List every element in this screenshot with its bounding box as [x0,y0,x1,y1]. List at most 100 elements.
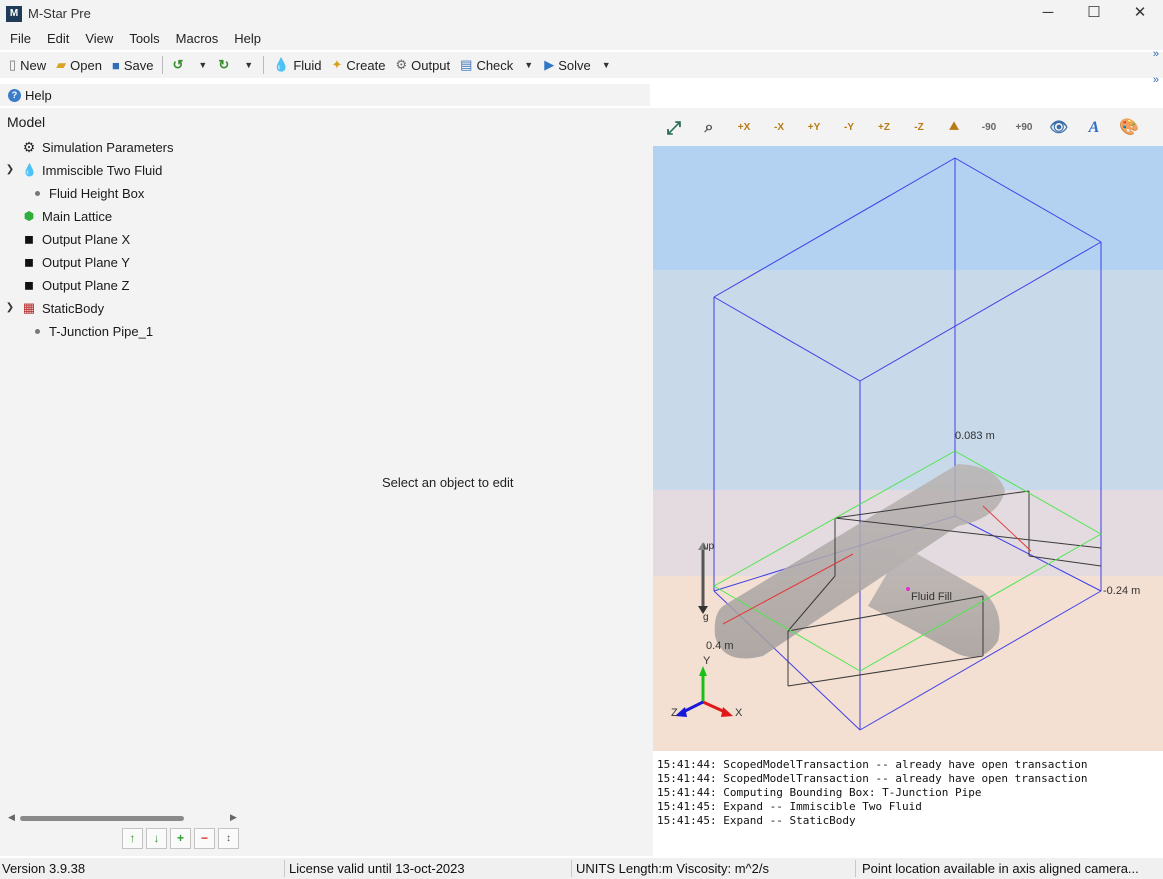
license-status: License valid until 13-oct-2023 [289,861,465,876]
toolbar-overflow-icon[interactable]: » [1152,48,1159,60]
tree-item-t-junction-pipe[interactable]: T-Junction Pipe_1 [32,320,153,342]
view-minus-y-icon[interactable]: -Y [844,122,854,133]
maximize-button[interactable]: ☐ [1087,4,1101,21]
tree-item-fluid-height-box[interactable]: Fluid Height Box [32,182,144,204]
remove-icon[interactable]: − [194,828,215,849]
palette-icon[interactable]: 🎨 [1119,119,1139,136]
tree-item-label: StaticBody [42,300,105,316]
view-minus-x-icon[interactable]: -X [774,122,784,133]
isometric-view-icon[interactable]: ⯅ [947,119,961,136]
tree-item-label: Main Lattice [42,208,113,224]
view-plus-x-icon[interactable]: +X [737,122,751,133]
fluid-button[interactable]: 💧 Fluid [268,55,326,75]
fluid-fill-point[interactable] [906,587,910,591]
fluid-fill-label: Fluid Fill [911,591,952,603]
solve-dropdown-icon[interactable]: ▼ [601,60,611,70]
dimension-label-left: 0.4 m [706,640,734,652]
domain-box [713,157,1102,731]
scrollbar-thumb[interactable] [20,816,184,821]
tree-item-main-lattice[interactable]: ⬢ Main Lattice [22,205,112,227]
triad-y-label: Y [703,655,711,667]
log-line: 15:41:45: Expand -- Immiscible Two Fluid [657,800,922,813]
new-button[interactable]: ▯ New [4,55,51,75]
menu-tools[interactable]: Tools [129,31,160,46]
scene-canvas[interactable] [653,146,1163,751]
lattice-box [787,490,1102,687]
view-plus-z-icon[interactable]: +Z [878,122,890,133]
menu-help[interactable]: Help [234,31,262,46]
zoom-box-icon[interactable]: ⌕ [704,119,714,136]
units-status: UNITS Length:m Viscosity: m^2/s [576,861,769,876]
help-link[interactable]: Help [25,87,52,103]
sort-icon[interactable]: ↕ [218,828,239,849]
scroll-right-icon[interactable]: ▶ [230,812,237,822]
move-up-icon[interactable]: ↑ [122,828,143,849]
tree-item-staticbody[interactable]: ▦ StaticBody [22,297,104,319]
floppy-icon: ■ [111,57,120,73]
collapse-icon[interactable]: ❯ [5,302,15,313]
undo-button[interactable]: ↺ [167,55,192,75]
save-button[interactable]: ■ Save [107,56,159,75]
open-button[interactable]: ▰ Open [51,55,107,75]
checklist-icon: ▤ [460,57,473,72]
collapse-icon[interactable]: ❯ [5,164,15,175]
view-plus-y-icon[interactable]: +Y [807,122,821,133]
tree-item-output-plane-z[interactable]: ◼ Output Plane Z [22,274,129,296]
create-button[interactable]: ✦ Create [327,55,391,75]
triad-z-arrow-icon [675,707,687,717]
view-minus-z-icon[interactable]: -Z [914,122,924,133]
log-line: 15:41:44: Computing Bounding Box: T-Junc… [657,786,982,799]
menu-file[interactable]: File [10,31,31,46]
window-title: M-Star Pre [28,6,91,21]
redo-icon: ↻ [218,57,230,72]
tree-item-immiscible-two-fluid[interactable]: 💧 Immiscible Two Fluid [22,159,162,181]
check-label: Check [476,57,514,73]
tree-item-output-plane-x[interactable]: ◼ Output Plane X [22,228,130,250]
redo-dropdown-icon[interactable]: ▼ [244,60,254,70]
z-axis-hint [982,505,1032,552]
toolbar-overflow-icon[interactable]: » [1152,74,1159,86]
rotate-minus-90-icon[interactable]: -90 [981,122,997,133]
log-console[interactable]: 15:41:44: ScopedModelTransaction -- alre… [653,753,1163,856]
check-button[interactable]: ▤ Check [455,55,518,75]
droplet-icon: 💧 [273,57,290,72]
move-down-icon[interactable]: ↓ [146,828,167,849]
menu-edit[interactable]: Edit [46,31,70,46]
tree-item-simulation-parameters[interactable]: ⚙ Simulation Parameters [22,136,174,158]
rotate-plus-90-icon[interactable]: +90 [1015,122,1033,133]
gravity-g-label: g [703,612,709,623]
triad-x-label: X [735,707,743,719]
output-button[interactable]: ⚙ Output [390,55,455,75]
tree-item-output-plane-y[interactable]: ◼ Output Plane Y [22,251,130,273]
scroll-left-icon[interactable]: ◀ [8,812,15,822]
version-status: Version 3.9.38 [2,861,86,876]
menu-bar: File Edit View Tools Macros Help [0,28,1163,50]
visibility-icon[interactable]: 👁 [1049,119,1069,136]
t-junction-pipe[interactable] [714,464,1005,659]
check-dropdown-icon[interactable]: ▼ [524,60,534,70]
gravity-up-label: up [703,541,715,552]
toolbar-separator [162,56,164,74]
horizontal-scrollbar[interactable]: ◀ ▶ [8,812,238,824]
redo-button[interactable]: ↻ [213,55,238,75]
tree-item-label: Simulation Parameters [42,139,174,155]
tree-item-label: Output Plane Z [42,277,130,293]
x-axis-hint [722,553,854,625]
minimize-button[interactable]: ─ [1042,4,1054,21]
undo-dropdown-icon[interactable]: ▼ [198,60,208,70]
save-label: Save [123,57,154,73]
status-separator [284,860,285,877]
text-labels-icon[interactable]: A [1088,119,1100,136]
help-icon[interactable]: ? [8,88,21,102]
add-icon[interactable]: + [170,828,191,849]
create-wand-icon: ✦ [331,57,343,72]
close-button[interactable]: ✕ [1133,4,1147,21]
view-toolbar: ⤢ ⌕ +X -X +Y -Y +Z -Z ⯅ -90 +90 👁 A 🎨 [653,108,1163,146]
menu-macros[interactable]: Macros [175,31,219,46]
solve-button[interactable]: ▶ Solve [539,55,596,75]
dimension-label-right: -0.24 m [1103,585,1141,597]
menu-view[interactable]: View [85,31,114,46]
fit-view-icon[interactable]: ⤢ [666,118,682,138]
cube-icon: ⬢ [23,209,35,223]
3d-viewport[interactable]: 0.083 m -0.24 m 0.4 m Fluid Fill up g Y … [653,146,1163,751]
